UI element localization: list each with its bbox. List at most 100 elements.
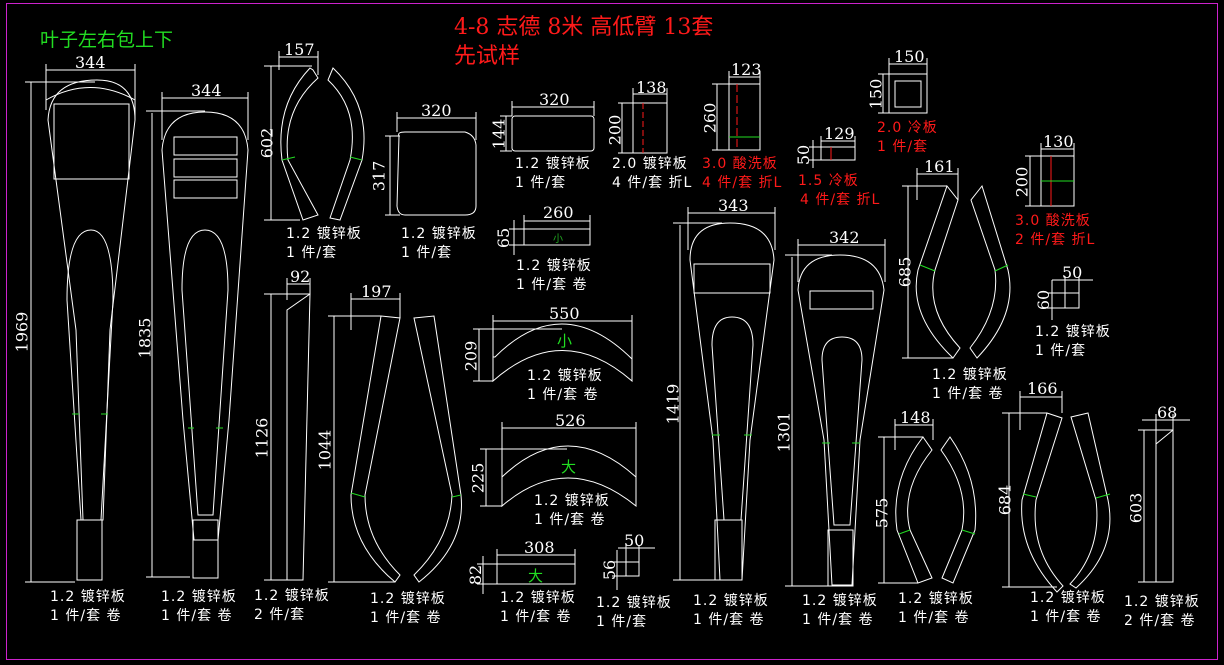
part-p17-qty: 1 件/套 卷 [370, 610, 442, 626]
part-p18-qty: 1 件/套 卷 [693, 612, 765, 628]
part-p20-drawing [902, 168, 1011, 359]
part-p13-material: 1.2 镀锌板 [534, 493, 610, 509]
part-p14-drawing [477, 549, 576, 594]
dim-p24-height: 603 [1126, 492, 1146, 524]
part-p22-qty: 1 件/套 卷 [898, 610, 970, 626]
dim-p22-width: 148 [900, 408, 931, 427]
part-p24-material: 1.2 镀锌板 [1124, 594, 1200, 610]
dim-p14-width: 308 [524, 538, 555, 557]
part-p9-material: 2.0 冷板 [877, 120, 938, 136]
part-p3-qty: 1 件/套 [286, 245, 338, 261]
part-p23-drawing [1002, 391, 1111, 593]
part-p19-qty: 1 件/套 卷 [802, 612, 874, 628]
part-p7-qty: 4 件/套 折L [702, 175, 783, 191]
part-p21-material: 1.2 镀锌板 [1035, 324, 1111, 340]
part-p11-material: 1.2 镀锌板 [516, 258, 592, 274]
dim-p6-height: 200 [605, 114, 625, 146]
part-p19-material: 1.2 镀锌板 [802, 593, 878, 609]
part-p8-drawing [809, 136, 856, 168]
part-p1-material: 1.2 镀锌板 [50, 589, 126, 605]
dim-p10-width: 130 [1043, 132, 1074, 151]
dim-p17-width: 197 [361, 282, 392, 301]
dim-p16-height: 1126 [252, 417, 272, 459]
part-p10-qty: 2 件/套 折L [1015, 232, 1096, 248]
dim-p1-height: 1969 [12, 311, 32, 353]
dim-p23-width: 166 [1027, 379, 1058, 398]
dim-p11-height: 65 [494, 227, 514, 249]
part-p23-qty: 1 件/套 卷 [1030, 609, 1102, 625]
dim-p21-width: 50 [1062, 263, 1083, 282]
dim-p18-height: 1419 [663, 383, 683, 425]
part-p18-material: 1.2 镀锌板 [693, 593, 769, 609]
part-p13-drawing [480, 422, 637, 508]
dim-p2-width: 344 [191, 81, 222, 100]
part-p18-drawing [673, 207, 776, 581]
part-p16-drawing [264, 278, 311, 581]
dim-p19-height: 1301 [774, 411, 794, 453]
part-p8-qty: 4 件/套 折L [800, 192, 881, 208]
dim-p15-width: 50 [624, 531, 645, 550]
part-p2-qty: 1 件/套 卷 [161, 608, 233, 624]
dim-p12-height: 209 [461, 340, 481, 372]
dim-p24-width: 68 [1157, 403, 1178, 422]
dim-p13-height: 225 [468, 462, 488, 494]
part-p12-material: 1.2 镀锌板 [527, 368, 603, 384]
part-p1-qty: 1 件/套 卷 [50, 608, 122, 624]
drawing-frame [6, 3, 1218, 660]
part-p4-qty: 1 件/套 [401, 245, 453, 261]
dim-p5-height: 144 [489, 118, 509, 150]
part-p6-drawing [618, 88, 668, 154]
part-p7-drawing [712, 71, 761, 151]
part-p6-qty: 4 件/套 折L [612, 175, 693, 191]
dim-p10-height: 200 [1012, 166, 1032, 198]
dim-p15-height: 56 [600, 559, 620, 581]
part-p11-drawing [509, 215, 591, 255]
part-p22-drawing [878, 419, 977, 584]
dim-p11-width: 260 [543, 203, 574, 222]
dim-p2-height: 1835 [135, 317, 155, 359]
part-p14-material: 1.2 镀锌板 [500, 590, 576, 606]
part-p23-material: 1.2 镀锌板 [1030, 590, 1106, 606]
part-p3-drawing [264, 51, 365, 221]
part-p2-drawing [146, 92, 249, 579]
dim-p7-height: 260 [700, 102, 720, 134]
part-p12-mark: 小 [557, 332, 573, 350]
dim-p1-width: 344 [75, 53, 106, 72]
part-p4-drawing [385, 112, 477, 216]
dim-p20-height: 685 [895, 256, 915, 288]
part-p14-qty: 1 件/套 卷 [500, 609, 572, 625]
dim-p3-height: 602 [257, 127, 277, 159]
dim-p18-width: 343 [718, 196, 749, 215]
part-p24-drawing [1138, 414, 1190, 583]
part-p5-qty: 1 件/套 [515, 175, 567, 191]
dim-p21-height: 60 [1034, 289, 1054, 311]
dim-p13-width: 526 [555, 411, 586, 430]
dim-p17-height: 1044 [315, 429, 335, 471]
dim-p9-height: 150 [866, 78, 886, 110]
dim-p22-height: 575 [872, 497, 892, 529]
part-p11-qty: 1 件/套 卷 [516, 277, 588, 293]
dim-p12-width: 550 [549, 304, 580, 323]
dim-p7-width: 123 [731, 60, 762, 79]
note-label: 叶子左右包上下 [40, 29, 174, 51]
part-p15-material: 1.2 镀锌板 [596, 595, 672, 611]
part-p22-material: 1.2 镀锌板 [898, 591, 974, 607]
dim-p23-height: 684 [995, 484, 1015, 516]
part-p17-drawing [328, 293, 462, 583]
dim-p4-height: 317 [369, 160, 389, 192]
part-p19-drawing [785, 239, 886, 587]
part-p12-drawing [473, 315, 633, 383]
part-p4-material: 1.2 镀锌板 [401, 226, 477, 242]
drawing-subtitle: 先试样 [454, 44, 521, 69]
dim-p8-height: 50 [794, 144, 814, 166]
part-p13-mark: 大 [561, 458, 577, 476]
part-p13-qty: 1 件/套 卷 [534, 512, 606, 528]
part-p3-material: 1.2 镀锌板 [286, 226, 362, 242]
part-p21-drawing [1047, 276, 1093, 320]
dim-p20-width: 161 [924, 157, 955, 176]
dim-p14-height: 82 [466, 564, 486, 586]
part-p1-drawing [25, 64, 136, 583]
part-p24-qty: 2 件/套 卷 [1124, 613, 1196, 629]
part-p16-qty: 2 件/套 [254, 607, 306, 623]
